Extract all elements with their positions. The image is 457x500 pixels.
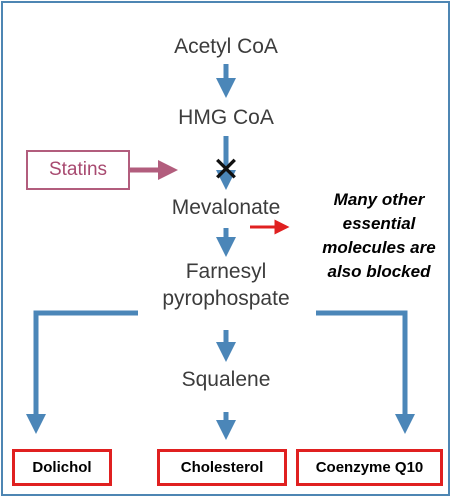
statins-box: Statins <box>26 150 130 190</box>
node-farnesyl-pyrophosphate: Farnesyl pyrophospate <box>126 258 326 312</box>
block-x-icon: ✕ <box>211 150 241 190</box>
farnesyl-line-2: pyrophospate <box>162 287 290 310</box>
farnesyl-line-1: Farnesyl <box>185 260 267 283</box>
note-line-2: essential <box>342 214 416 233</box>
product-dolichol: Dolichol <box>12 449 112 486</box>
node-acetyl-coa: Acetyl CoA <box>174 35 278 58</box>
arrow-farnesyl-to-coenzyme-q10 <box>316 310 415 434</box>
node-hmg-coa: HMG CoA <box>178 106 274 129</box>
node-squalene: Squalene <box>181 368 271 391</box>
node-mevalonate: Mevalonate <box>171 196 281 219</box>
arrow-farnesyl-to-dolichol <box>26 310 138 434</box>
product-coenzyme-q10: Coenzyme Q10 <box>296 449 443 486</box>
note-line-3: molecules are <box>322 238 436 257</box>
note-line-1: Many other <box>333 190 425 209</box>
diagram-frame <box>1 1 450 496</box>
product-cholesterol: Cholesterol <box>157 449 287 486</box>
blocked-molecules-note: Many other essential molecules are also … <box>300 188 457 284</box>
note-line-4: also blocked <box>327 262 431 281</box>
